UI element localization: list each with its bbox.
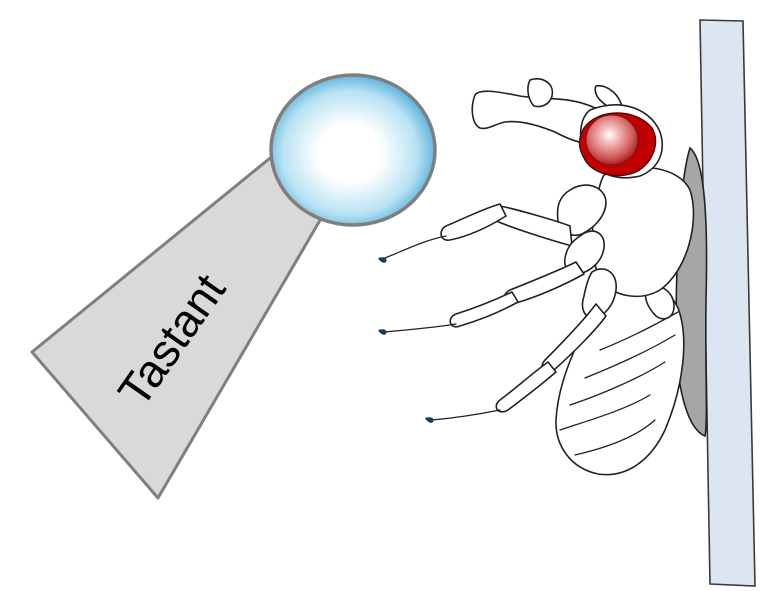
glass-slide-icon [700, 20, 755, 586]
tastant-drop-icon [271, 75, 435, 225]
fly-antenna [528, 79, 552, 107]
tastant-probe: Tastant [32, 75, 435, 498]
glass-slide [700, 20, 755, 586]
fly-eye-highlight [586, 115, 638, 165]
